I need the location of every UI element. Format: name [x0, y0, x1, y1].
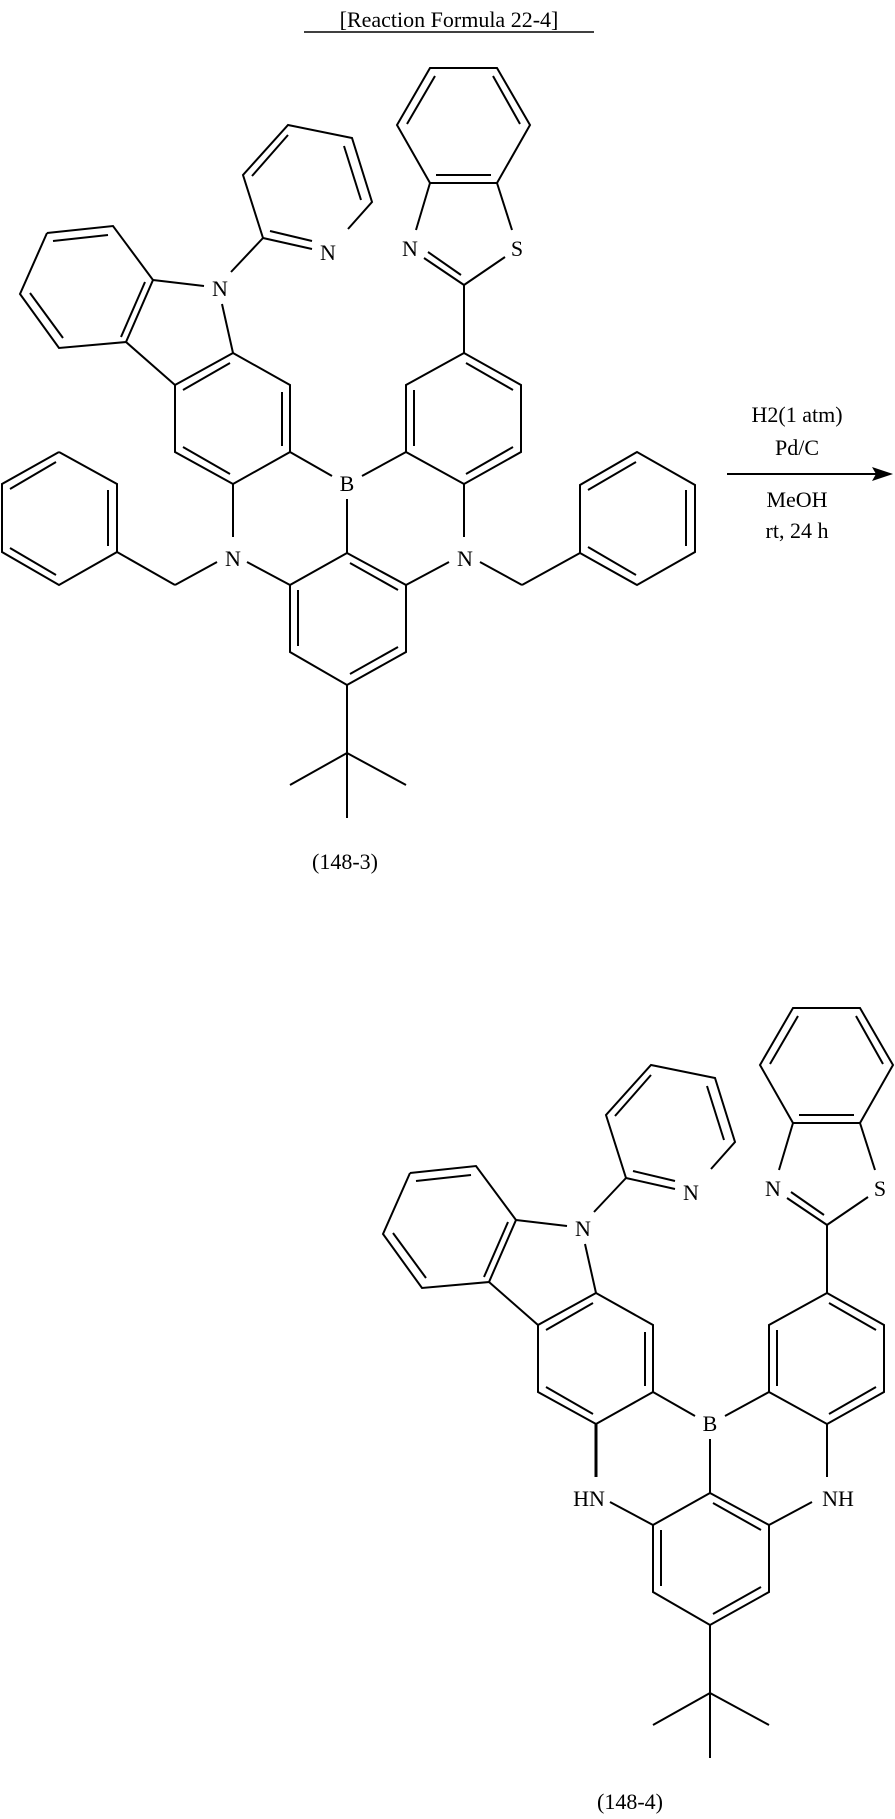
reaction-title: [Reaction Formula 22-4]: [340, 7, 559, 32]
pyridine-nitrogen: N: [683, 1180, 699, 1205]
benzothiazole-nitrogen: N: [765, 1176, 781, 1201]
right-amine-bonds: [768, 1424, 828, 1526]
benzothiazole-sulfur: S: [874, 1176, 886, 1201]
pyridine-ring: [230, 123, 374, 273]
benzothiazole-ring: [758, 1007, 895, 1226]
carbazole-central-ring: [537, 1292, 654, 1426]
product-label: (148-4): [597, 1789, 663, 1814]
carbazole-pyrrole-ring: [488, 1219, 597, 1326]
carbazole-pyrrole-ring: [125, 279, 234, 386]
tert-butyl-group: [652, 1625, 770, 1758]
carbazole-left-benzene-ring: [381, 1164, 518, 1290]
condition-solvent: MeOH: [766, 487, 827, 512]
condition-reagent-2: Pd/C: [775, 435, 819, 460]
reactant-label: (148-3): [312, 849, 378, 874]
bottom-central-ring: [652, 1492, 770, 1627]
benzothiazole-sulfur: S: [511, 236, 523, 261]
boron-atom: B: [340, 471, 355, 496]
right-amine-nh: NH: [822, 1486, 854, 1511]
right-amine-bonds: [405, 484, 581, 586]
right-aryl-ring: [768, 1292, 885, 1426]
left-amine-bonds: [116, 484, 291, 586]
condition-temp-time: rt, 24 h: [766, 518, 829, 543]
benzothiazole-nitrogen: N: [402, 236, 418, 261]
carbazole-nitrogen: N: [575, 1216, 591, 1241]
benzothiazole-ring: [395, 67, 532, 286]
carbazole-left-benzene-ring: [18, 224, 155, 350]
right-benzyl-phenyl-ring: [579, 450, 696, 587]
right-aryl-ring: [405, 352, 522, 486]
carbazole-central-ring: [174, 352, 291, 486]
left-benzyl-phenyl-ring: [1, 451, 118, 587]
tert-butyl-group: [289, 685, 407, 818]
left-amine-nitrogen: N: [225, 546, 241, 571]
reaction-arrow-head-icon: [872, 467, 893, 481]
left-amine-nh: HN: [573, 1486, 605, 1511]
boron-bonds: [289, 451, 407, 553]
product-structure: N N B: [381, 1007, 895, 1758]
reactant-structure: N N B: [1, 67, 696, 818]
right-amine-nitrogen: N: [457, 546, 473, 571]
boron-bonds: [652, 1391, 770, 1493]
boron-atom: B: [703, 1411, 718, 1436]
carbazole-nitrogen: N: [212, 276, 228, 301]
left-amine-bonds: [594, 1424, 654, 1526]
condition-reagent-1: H2(1 atm): [751, 402, 842, 427]
bottom-central-ring: [289, 552, 407, 687]
pyridine-ring: [593, 1063, 737, 1213]
pyridine-nitrogen: N: [320, 240, 336, 265]
